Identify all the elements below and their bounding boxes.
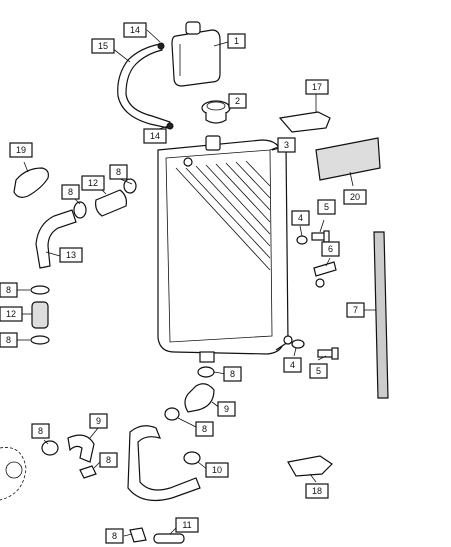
callout-8-b-text: 8 (68, 187, 73, 197)
callout-6: 6 (321, 241, 340, 257)
callout-13: 13 (59, 247, 83, 263)
callout-19-text: 19 (16, 145, 26, 155)
pipe-end (183, 451, 201, 465)
callout-12-a: 12 (81, 175, 105, 191)
callout-5-lower: 5 (309, 363, 328, 379)
bent-pipe (35, 209, 77, 269)
callout-20-text: 20 (350, 192, 360, 202)
left-hose-stack (30, 285, 50, 345)
callout-8-g-text: 8 (38, 426, 43, 436)
callout-8-d: 8 (0, 332, 18, 348)
left-elbow (41, 434, 97, 479)
callout-8-c: 8 (0, 282, 18, 298)
callout-14-a-text: 14 (130, 25, 140, 35)
callout-4-upper-text: 4 (298, 213, 303, 223)
callout-10: 10 (205, 462, 229, 478)
upper-hose-set (73, 178, 137, 219)
callout-8-f-text: 8 (202, 424, 207, 434)
expansion-tank (171, 21, 221, 87)
callout-8-i-text: 8 (112, 531, 117, 541)
callout-3-text: 3 (284, 140, 289, 150)
fasteners-upper (296, 230, 337, 288)
callout-8-e: 8 (223, 366, 242, 382)
callout-8-a: 8 (109, 164, 128, 180)
callout-8-g: 8 (31, 423, 50, 439)
callout-18-text: 18 (312, 486, 322, 496)
callout-17: 17 (305, 79, 329, 95)
callout-7: 7 (346, 302, 365, 318)
callout-18: 18 (305, 483, 329, 499)
callout-7-text: 7 (353, 305, 358, 315)
pump-housing (0, 447, 27, 501)
hose-19 (13, 167, 49, 198)
callout-2-text: 2 (235, 96, 240, 106)
callout-8-a-text: 8 (116, 167, 121, 177)
callout-9-a: 9 (217, 401, 236, 417)
callout-9-a-text: 9 (224, 404, 229, 414)
callout-4-lower: 4 (283, 357, 302, 373)
callout-1: 1 (227, 33, 246, 49)
radiator-cap (201, 100, 231, 124)
callout-8-e-text: 8 (230, 369, 235, 379)
callout-4-upper: 4 (291, 210, 310, 226)
seal-strip (373, 231, 389, 399)
callout-19: 19 (9, 142, 33, 158)
callout-8-f: 8 (195, 421, 214, 437)
callout-13-text: 13 (66, 250, 76, 260)
callout-1-text: 1 (234, 36, 239, 46)
callout-8-h-text: 8 (106, 455, 111, 465)
callout-labels: 1 2 3 4 4 5 5 6 7 8 8 8 8 8 8 8 8 8 9 9 … (0, 22, 367, 544)
callout-17-text: 17 (312, 82, 322, 92)
callout-4-lower-text: 4 (290, 360, 295, 370)
callout-15: 15 (91, 38, 115, 54)
lower-elbow (164, 366, 215, 421)
callout-8-c-text: 8 (6, 285, 11, 295)
callout-8-b: 8 (61, 184, 80, 200)
bracket-top (278, 111, 331, 133)
callout-14-b-text: 14 (150, 131, 160, 141)
lower-pipe (127, 425, 201, 501)
foam-pad (315, 137, 381, 181)
callout-6-text: 6 (328, 244, 333, 254)
callout-2: 2 (228, 93, 247, 109)
callout-8-d-text: 8 (6, 335, 11, 345)
callout-5-lower-text: 5 (316, 366, 321, 376)
callout-10-text: 10 (212, 465, 222, 475)
callout-8-h: 8 (99, 452, 118, 468)
callout-14-b: 14 (143, 128, 167, 144)
callout-3: 3 (277, 137, 296, 153)
callout-20: 20 (343, 189, 367, 205)
callout-9-b-text: 9 (96, 416, 101, 426)
callout-5-upper-text: 5 (324, 202, 329, 212)
callout-15-text: 15 (98, 41, 108, 51)
callout-12-b: 12 (0, 306, 23, 322)
callout-14-a: 14 (123, 22, 147, 38)
bracket-bottom (287, 455, 333, 477)
radiator (157, 135, 293, 363)
bottom-hose-set (129, 527, 185, 544)
callout-12-a-text: 12 (88, 178, 98, 188)
fasteners-lower (291, 339, 339, 360)
callout-11-text: 11 (182, 520, 191, 530)
callout-12-b-text: 12 (6, 309, 16, 319)
callout-5-upper: 5 (317, 199, 336, 215)
overflow-hose (117, 42, 171, 129)
callout-8-i: 8 (105, 528, 124, 544)
callout-11: 11 (175, 517, 199, 533)
callout-9-b: 9 (89, 413, 108, 429)
